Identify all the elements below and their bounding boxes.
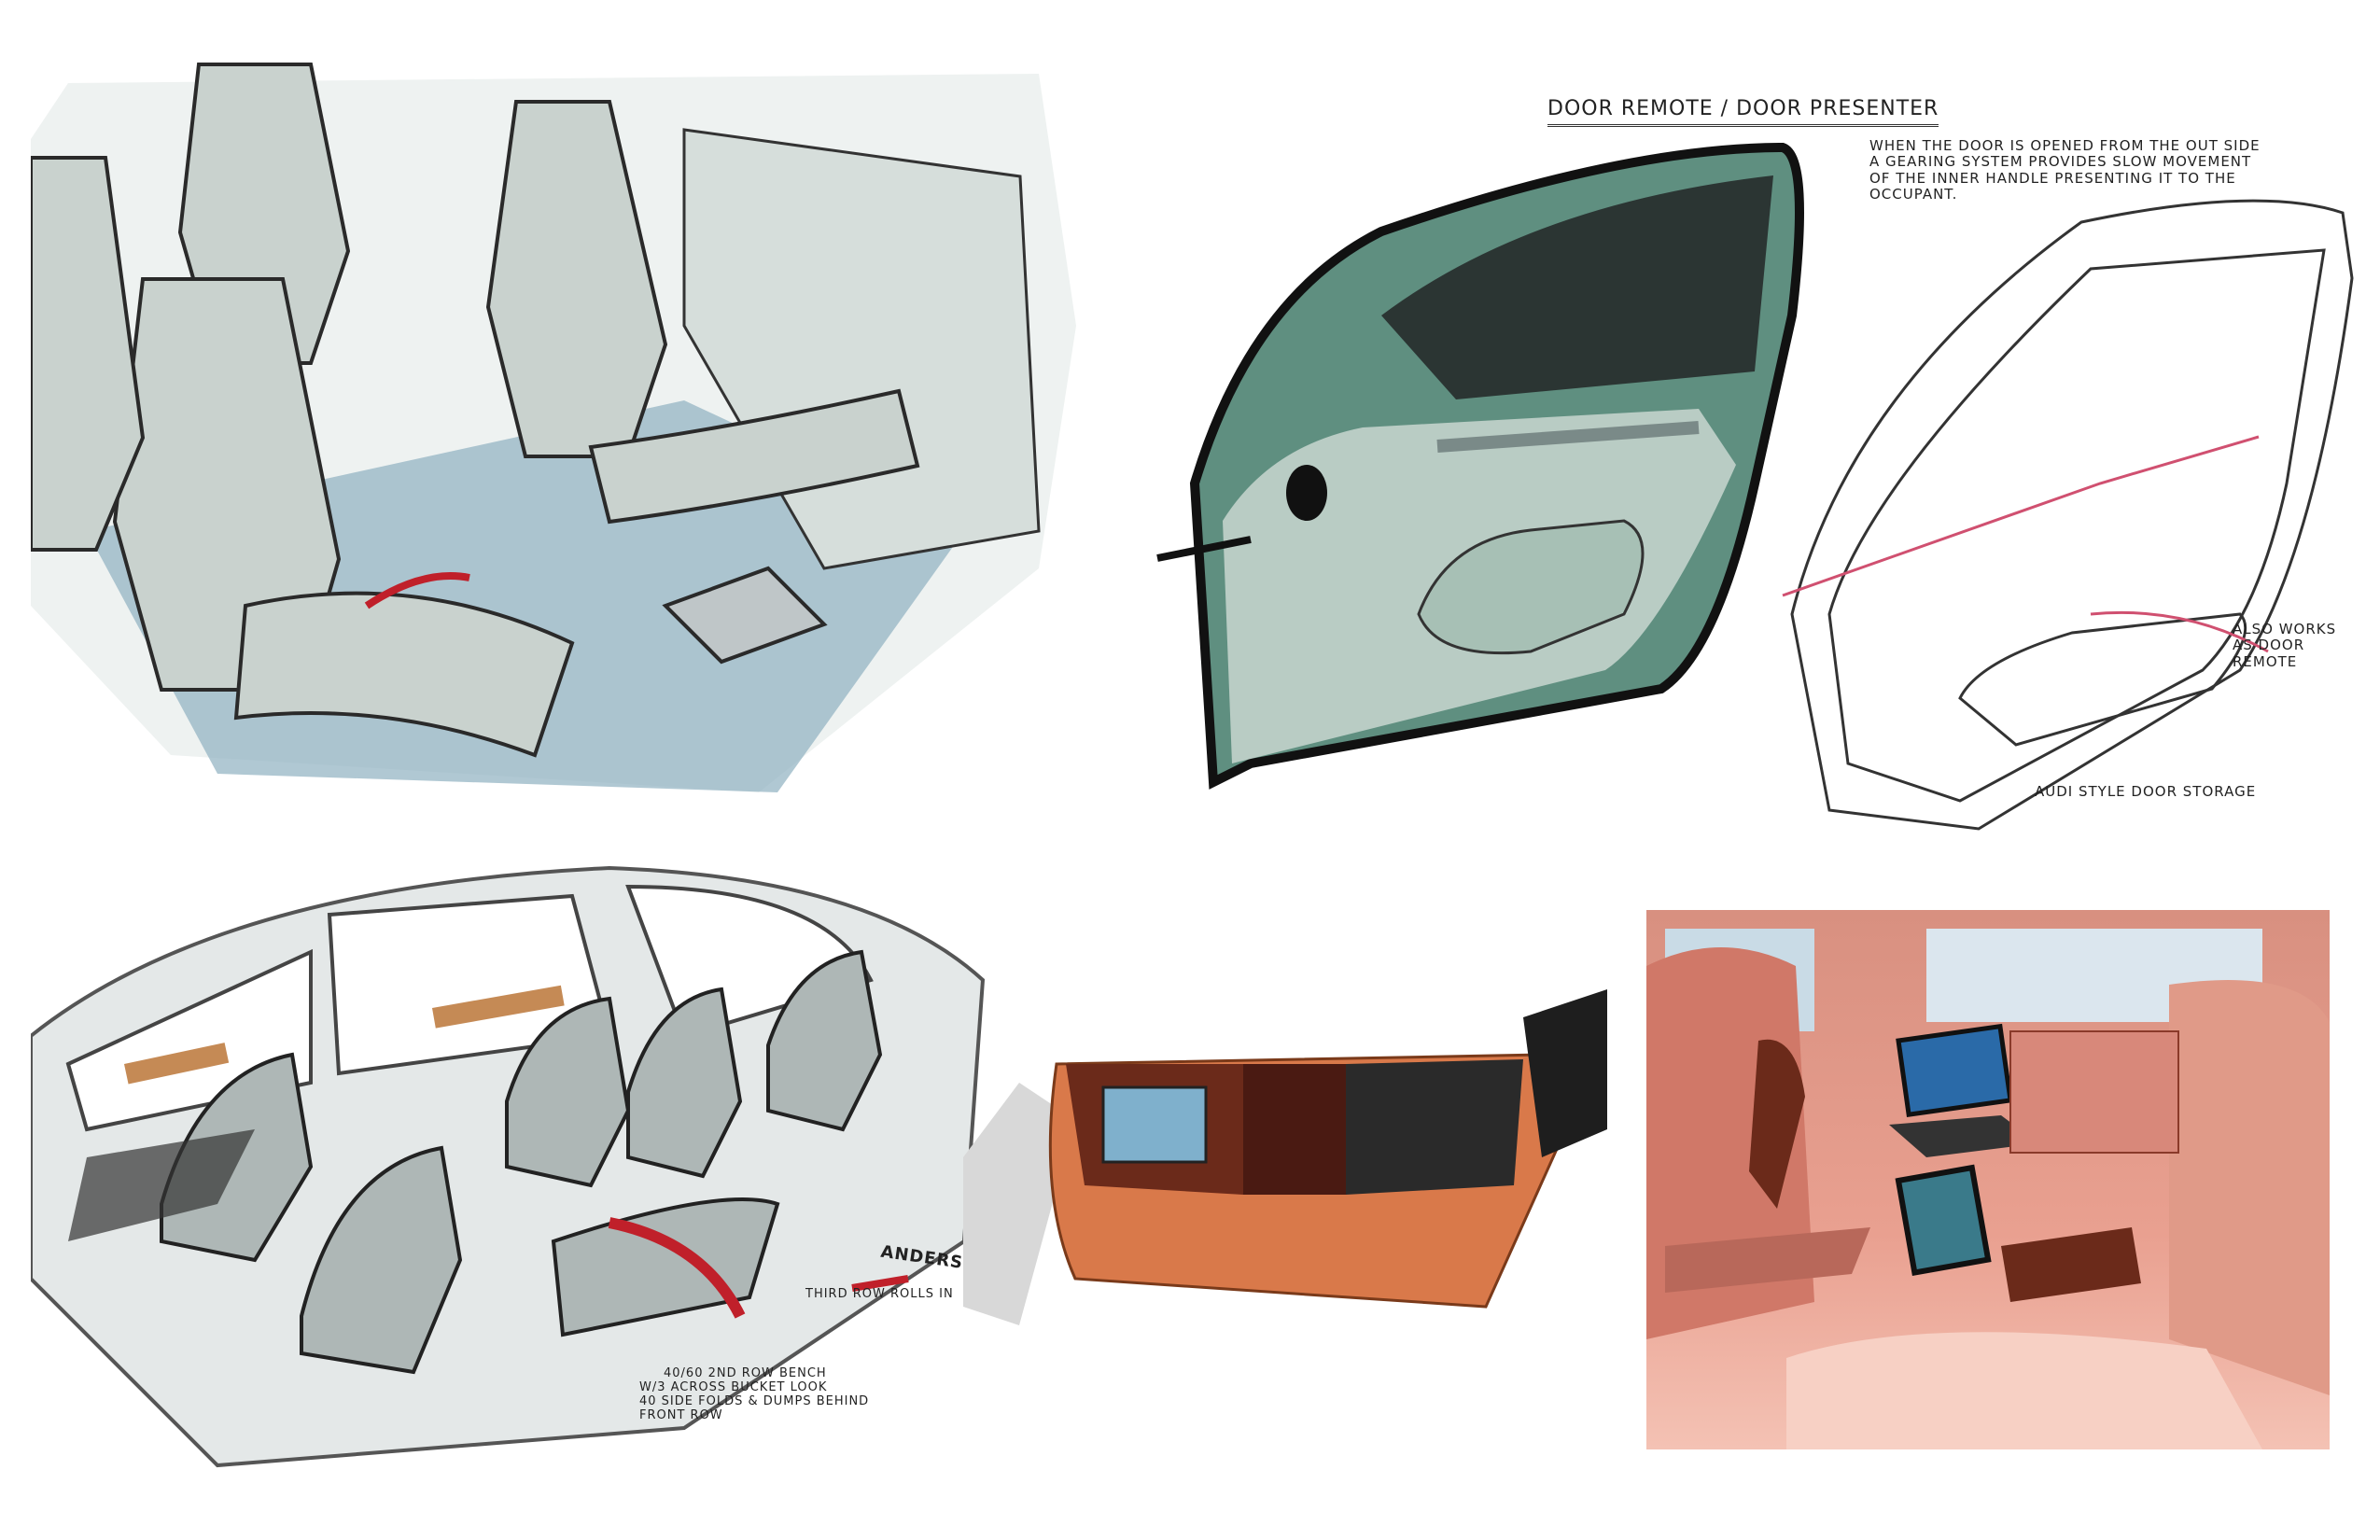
storage-note: Audi style door storage: [2035, 783, 2257, 800]
door-title: Door Remote / Door Presenter: [1547, 97, 1939, 128]
third-row-note: Third row rolls in: [805, 1287, 954, 1301]
door-sketch: Door Remote / Door Presenter When the do…: [1139, 91, 2368, 834]
van-sketch: Anderson Third row rolls in 40/60 2nd ro…: [31, 849, 994, 1493]
also-works-note: Also works as door remote: [2233, 621, 2337, 670]
bench-note-line: w/3 across bucket look: [639, 1379, 828, 1394]
bench-note-line: 40/60 2nd row bench: [664, 1366, 827, 1380]
bench-note: 40/60 2nd row bench w/3 across bucket lo…: [639, 1366, 870, 1423]
bench-note-line: 40 side folds & dumps behind: [639, 1393, 870, 1408]
bench-note-line: front row: [639, 1407, 723, 1422]
console-sketch: [963, 971, 1617, 1344]
door-note: When the door is opened from the out sid…: [1869, 137, 2261, 203]
seats-sketch: [31, 46, 1078, 819]
limo-sketch: [1646, 910, 2330, 1449]
